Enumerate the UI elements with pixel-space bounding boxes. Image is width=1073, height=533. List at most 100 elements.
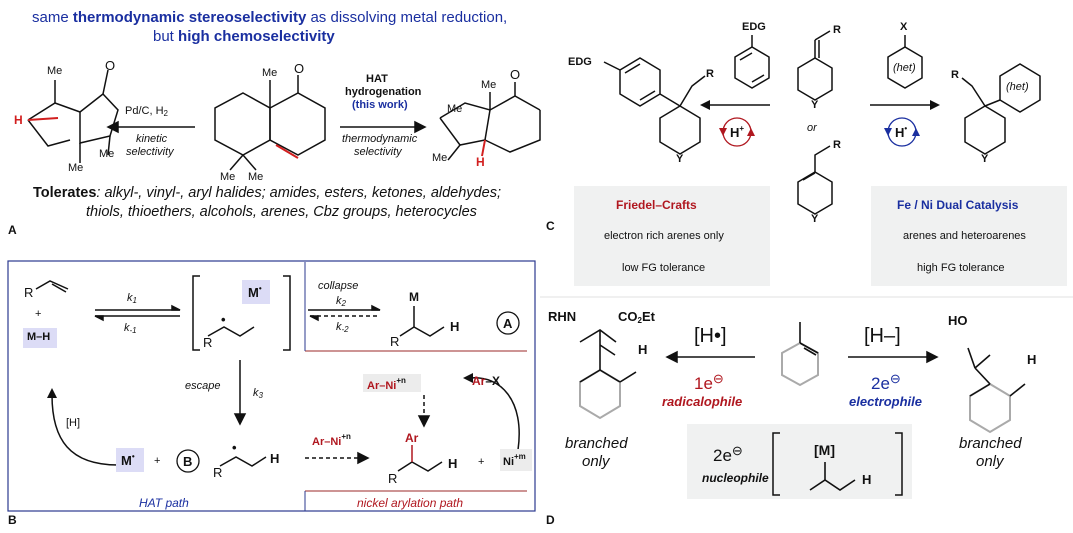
header-line2-pre: but (153, 28, 179, 45)
left-note-2: selectivity (126, 146, 174, 158)
m-dot2-m: M (121, 453, 132, 468)
arylated-product (397, 445, 443, 472)
friedel-crafts-box (574, 186, 770, 286)
arni-left-text: Ar–Ni (312, 436, 342, 448)
c-y: Y (981, 153, 989, 165)
c-or: or (807, 122, 817, 134)
km1-sub: -1 (129, 326, 137, 335)
tolerates-line2: thiols, thioethers, alcohols, arenes, Cb… (86, 204, 477, 220)
d-h-right: H (1027, 352, 1037, 367)
km1-k: k (124, 322, 130, 334)
co2et-et: Et (641, 309, 655, 324)
left-reagent: Pd/C, H2 (125, 106, 168, 118)
arni-box-top (363, 374, 421, 392)
product-ar: Ar (405, 431, 419, 445)
fe-line2: high FG tolerance (917, 262, 1005, 274)
m-brackets (772, 432, 903, 496)
arni-top-sup: +n (396, 376, 406, 385)
atom-me: Me (447, 103, 463, 115)
atom-me: Me (99, 148, 115, 160)
m-bracket-label: [M] (814, 442, 835, 458)
right-reagent-2: hydrogenation (345, 86, 422, 98)
header-line2-bold: high chemoselectivity (178, 28, 335, 45)
e2n-minus: ⊖ (731, 443, 743, 458)
ni-text: Ni (503, 456, 514, 468)
c-het-right: (het) (1006, 81, 1029, 93)
h-dot: H• (895, 124, 908, 140)
ni-box (500, 449, 532, 471)
right-reagent-1: HAT (366, 73, 388, 85)
b-atom-r: R (390, 334, 400, 349)
collapse-label: collapse (318, 280, 359, 292)
free-radical-structure (219, 456, 267, 467)
hat-path-label: HAT path (139, 496, 189, 510)
e1-minus: ⊖ (712, 371, 724, 386)
b-plus: + (478, 456, 485, 468)
atom-me: Me (481, 79, 497, 91)
right-cyclohexane (969, 382, 1011, 434)
arni-left: Ar–Ni+n (312, 433, 351, 448)
k3-k: k (253, 387, 259, 399)
e2-text: 2e (871, 374, 890, 393)
right-reagent-3: (this work) (352, 99, 408, 111)
c-edg-left: EDG (568, 56, 592, 68)
panel-label-b: B (8, 513, 17, 527)
arx-x: –X (485, 374, 501, 388)
co2et-co: CO (618, 309, 638, 324)
d-ho: HO (948, 313, 968, 328)
left-reagent-text: Pd/C, H (125, 105, 164, 117)
e2n-label: 2e⊖ (713, 444, 743, 464)
circle-b-label: B (183, 454, 193, 469)
m-dot-2: M• (121, 452, 135, 468)
k1-sub: 1 (132, 296, 137, 305)
radical-dot: • (232, 440, 237, 455)
tolerates-label: Tolerates (33, 185, 97, 201)
m-dot-m: M (248, 285, 259, 300)
m-dot-box (242, 280, 270, 304)
h-plus-h: H (730, 125, 740, 140)
thermodynamic-product-skeleton (439, 82, 541, 161)
atom-me: Me (248, 171, 264, 183)
ni-return-arrow (469, 377, 520, 451)
circle-a (496, 311, 520, 335)
km2-sub: -2 (341, 325, 349, 334)
k3-sub: 3 (258, 391, 263, 400)
kinetic-product-skeleton (27, 69, 119, 163)
km1-label: k-1 (124, 323, 137, 335)
fc-line1: electron rich arenes only (604, 230, 724, 242)
k1-label: k1 (127, 293, 137, 305)
km2-k: k (336, 321, 342, 333)
panel-b-frame (7, 260, 536, 512)
c-r: R (951, 69, 959, 81)
b-mh: M–H (27, 331, 51, 343)
c-y: Y (811, 213, 819, 225)
atom-me: Me (47, 65, 63, 77)
arni-dashed-arrow (305, 451, 370, 465)
arni-top-text: Ar–Ni (367, 380, 397, 392)
nucleophile-box (687, 424, 912, 499)
starting-material-skeleton (214, 75, 326, 171)
panel-label-a: A (8, 223, 17, 237)
header-line1-bold: thermodynamic stereoselectivity (72, 9, 307, 26)
k2-sub: 2 (341, 299, 346, 308)
atom-me: Me (68, 162, 84, 174)
branched-right-2: only (976, 453, 1004, 470)
b-plus: + (35, 308, 42, 320)
header-line1-post: as dissolving metal reduction, (306, 9, 508, 26)
atom-o: O (105, 58, 116, 73)
c-x: X (900, 21, 908, 33)
e2n-text: 2e (713, 446, 732, 465)
ni-sup: +m (514, 452, 526, 461)
circle-b (176, 449, 200, 473)
d-h-nuc: H (862, 472, 872, 487)
b-atom-h: H (448, 456, 458, 471)
right-note-1: thermodynamic (342, 133, 418, 145)
panel-a-header-line1: same thermodynamic stereoselectivity as … (32, 10, 507, 25)
b-atom-m: M (409, 290, 419, 304)
c-y: Y (676, 153, 684, 165)
arni-left-sup: +n (341, 432, 351, 441)
fe-line1: arenes and heteroarenes (903, 230, 1026, 242)
d-h-left: H (638, 342, 648, 357)
c-r: R (833, 139, 841, 151)
